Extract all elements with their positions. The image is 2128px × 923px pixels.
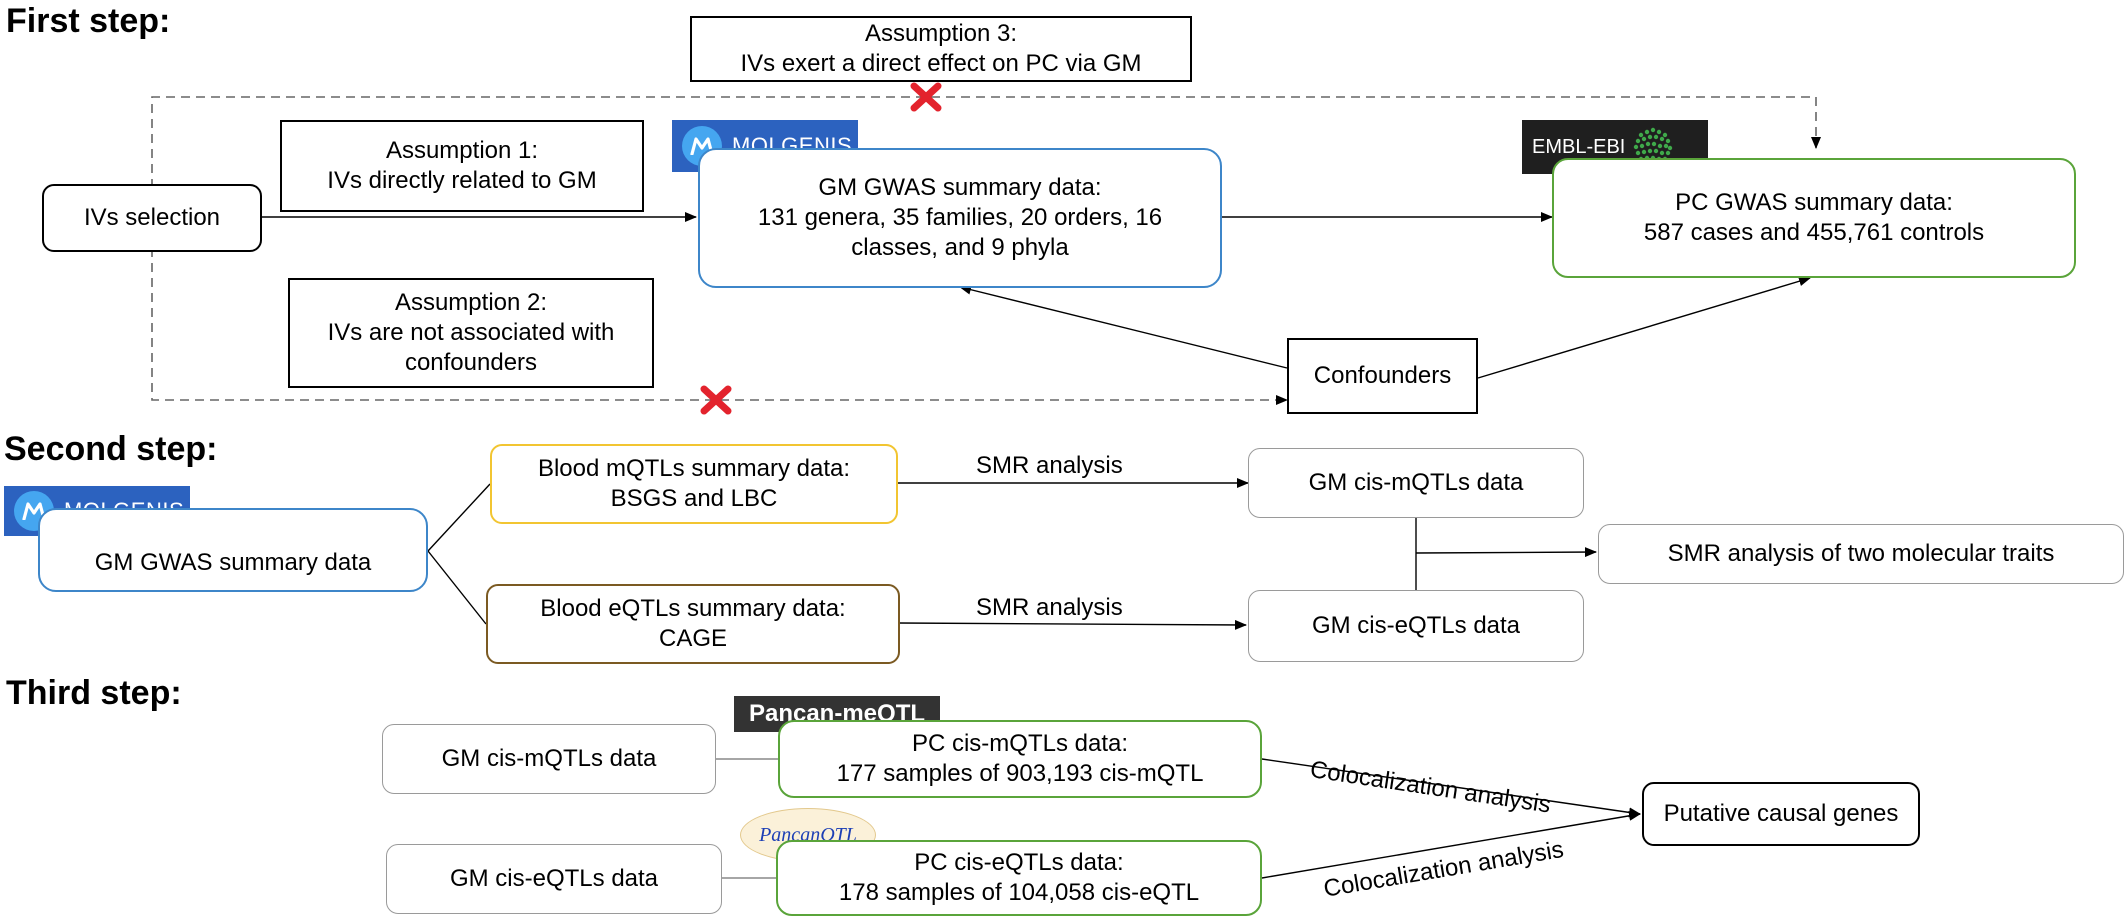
- putative-causal-genes-box: Putative causal genes: [1642, 782, 1920, 846]
- blood-mqtls-text: Blood mQTLs summary data: BSGS and LBC: [537, 455, 851, 512]
- cross-icon: [700, 385, 732, 415]
- smr-analysis-label: SMR analysis: [976, 594, 1123, 621]
- arrow-coloc-bottom: [1261, 810, 1641, 879]
- gm-cis-mqtls-text: GM cis-mQTLs data: [1308, 469, 1524, 496]
- confounders-text: Confounders: [1313, 362, 1452, 389]
- confounders-box: Confounders: [1287, 338, 1478, 414]
- arrow-coloc-top: [1261, 758, 1641, 818]
- ivs-selection-text: IVs selection: [83, 204, 221, 231]
- cross-icon: [910, 82, 942, 112]
- putative-causal-genes-text: Putative causal genes: [1663, 800, 1899, 827]
- gm-gwas-text: GM GWAS summary data: 131 genera, 35 fam…: [757, 174, 1163, 261]
- ivs-selection-box: IVs selection: [42, 184, 262, 252]
- assumption2-box: Assumption 2: IVs are not associated wit…: [288, 278, 654, 388]
- assumption3-dashed-line: [151, 96, 1821, 218]
- gm-cis-eqtls-box: GM cis-eQTLs data: [1248, 590, 1584, 662]
- pc-gwas-text: PC GWAS summary data: 587 cases and 455,…: [1643, 189, 1985, 246]
- gm-cis-eqtls-box-third: GM cis-eQTLs data: [386, 844, 722, 914]
- assumption1-box: Assumption 1: IVs directly related to GM: [280, 120, 644, 212]
- arrow-confounders-to-pc: [1477, 276, 1811, 379]
- arrow-to-smr-two-traits: [1415, 547, 1597, 558]
- third-step-heading: Third step:: [6, 674, 182, 712]
- blood-eqtls-text: Blood eQTLs summary data: CAGE: [540, 595, 846, 652]
- line-gm-to-mqtl: [427, 483, 491, 552]
- arrow-confounders-to-gm: [959, 284, 1288, 369]
- arrow-smr-bottom: [897, 619, 1247, 630]
- embl-ebi-logo-text: EMBL-EBI: [1532, 135, 1626, 158]
- assumption3-box: Assumption 3: IVs exert a direct effect …: [690, 16, 1192, 82]
- assumption3-text: Assumption 3: IVs exert a direct effect …: [740, 20, 1142, 77]
- blood-mqtls-box: Blood mQTLs summary data: BSGS and LBC: [490, 444, 898, 524]
- blood-eqtls-box: Blood eQTLs summary data: CAGE: [486, 584, 900, 664]
- smr-two-traits-text: SMR analysis of two molecular traits: [1667, 540, 2055, 567]
- gm-gwas-summary-text: GM GWAS summary data: [94, 549, 372, 576]
- gm-cis-mqtls-box-third: GM cis-mQTLs data: [382, 724, 716, 794]
- gm-cis-eqtls-text-third: GM cis-eQTLs data: [449, 865, 659, 892]
- gm-cis-mqtls-box: GM cis-mQTLs data: [1248, 448, 1584, 518]
- smr-analysis-label: SMR analysis: [976, 452, 1123, 479]
- pc-cis-eqtls-box: PC cis-eQTLs data: 178 samples of 104,05…: [776, 840, 1262, 916]
- pc-cis-mqtls-text: PC cis-mQTLs data: 177 samples of 903,19…: [836, 730, 1204, 787]
- gm-gwas-box: GM GWAS summary data: 131 genera, 35 fam…: [698, 148, 1222, 288]
- line-gm-to-eqtl: [427, 550, 487, 625]
- pc-cis-mqtls-box: PC cis-mQTLs data: 177 samples of 903,19…: [778, 720, 1262, 798]
- gm-cis-eqtls-text: GM cis-eQTLs data: [1311, 612, 1521, 639]
- assumption2-text: Assumption 2: IVs are not associated wit…: [327, 289, 615, 376]
- pc-gwas-box: PC GWAS summary data: 587 cases and 455,…: [1552, 158, 2076, 278]
- assumption1-text: Assumption 1: IVs directly related to GM: [327, 137, 597, 194]
- pc-cis-eqtls-text: PC cis-eQTLs data: 178 samples of 104,05…: [838, 849, 1200, 906]
- gm-gwas-summary-box: GM GWAS summary data: [38, 508, 428, 592]
- gm-cis-mqtls-text-third: GM cis-mQTLs data: [441, 745, 657, 772]
- first-step-heading: First step:: [6, 2, 171, 40]
- second-step-heading: Second step:: [4, 430, 218, 468]
- assumption2-dashed-line: [151, 218, 1288, 405]
- smr-two-traits-box: SMR analysis of two molecular traits: [1598, 524, 2124, 584]
